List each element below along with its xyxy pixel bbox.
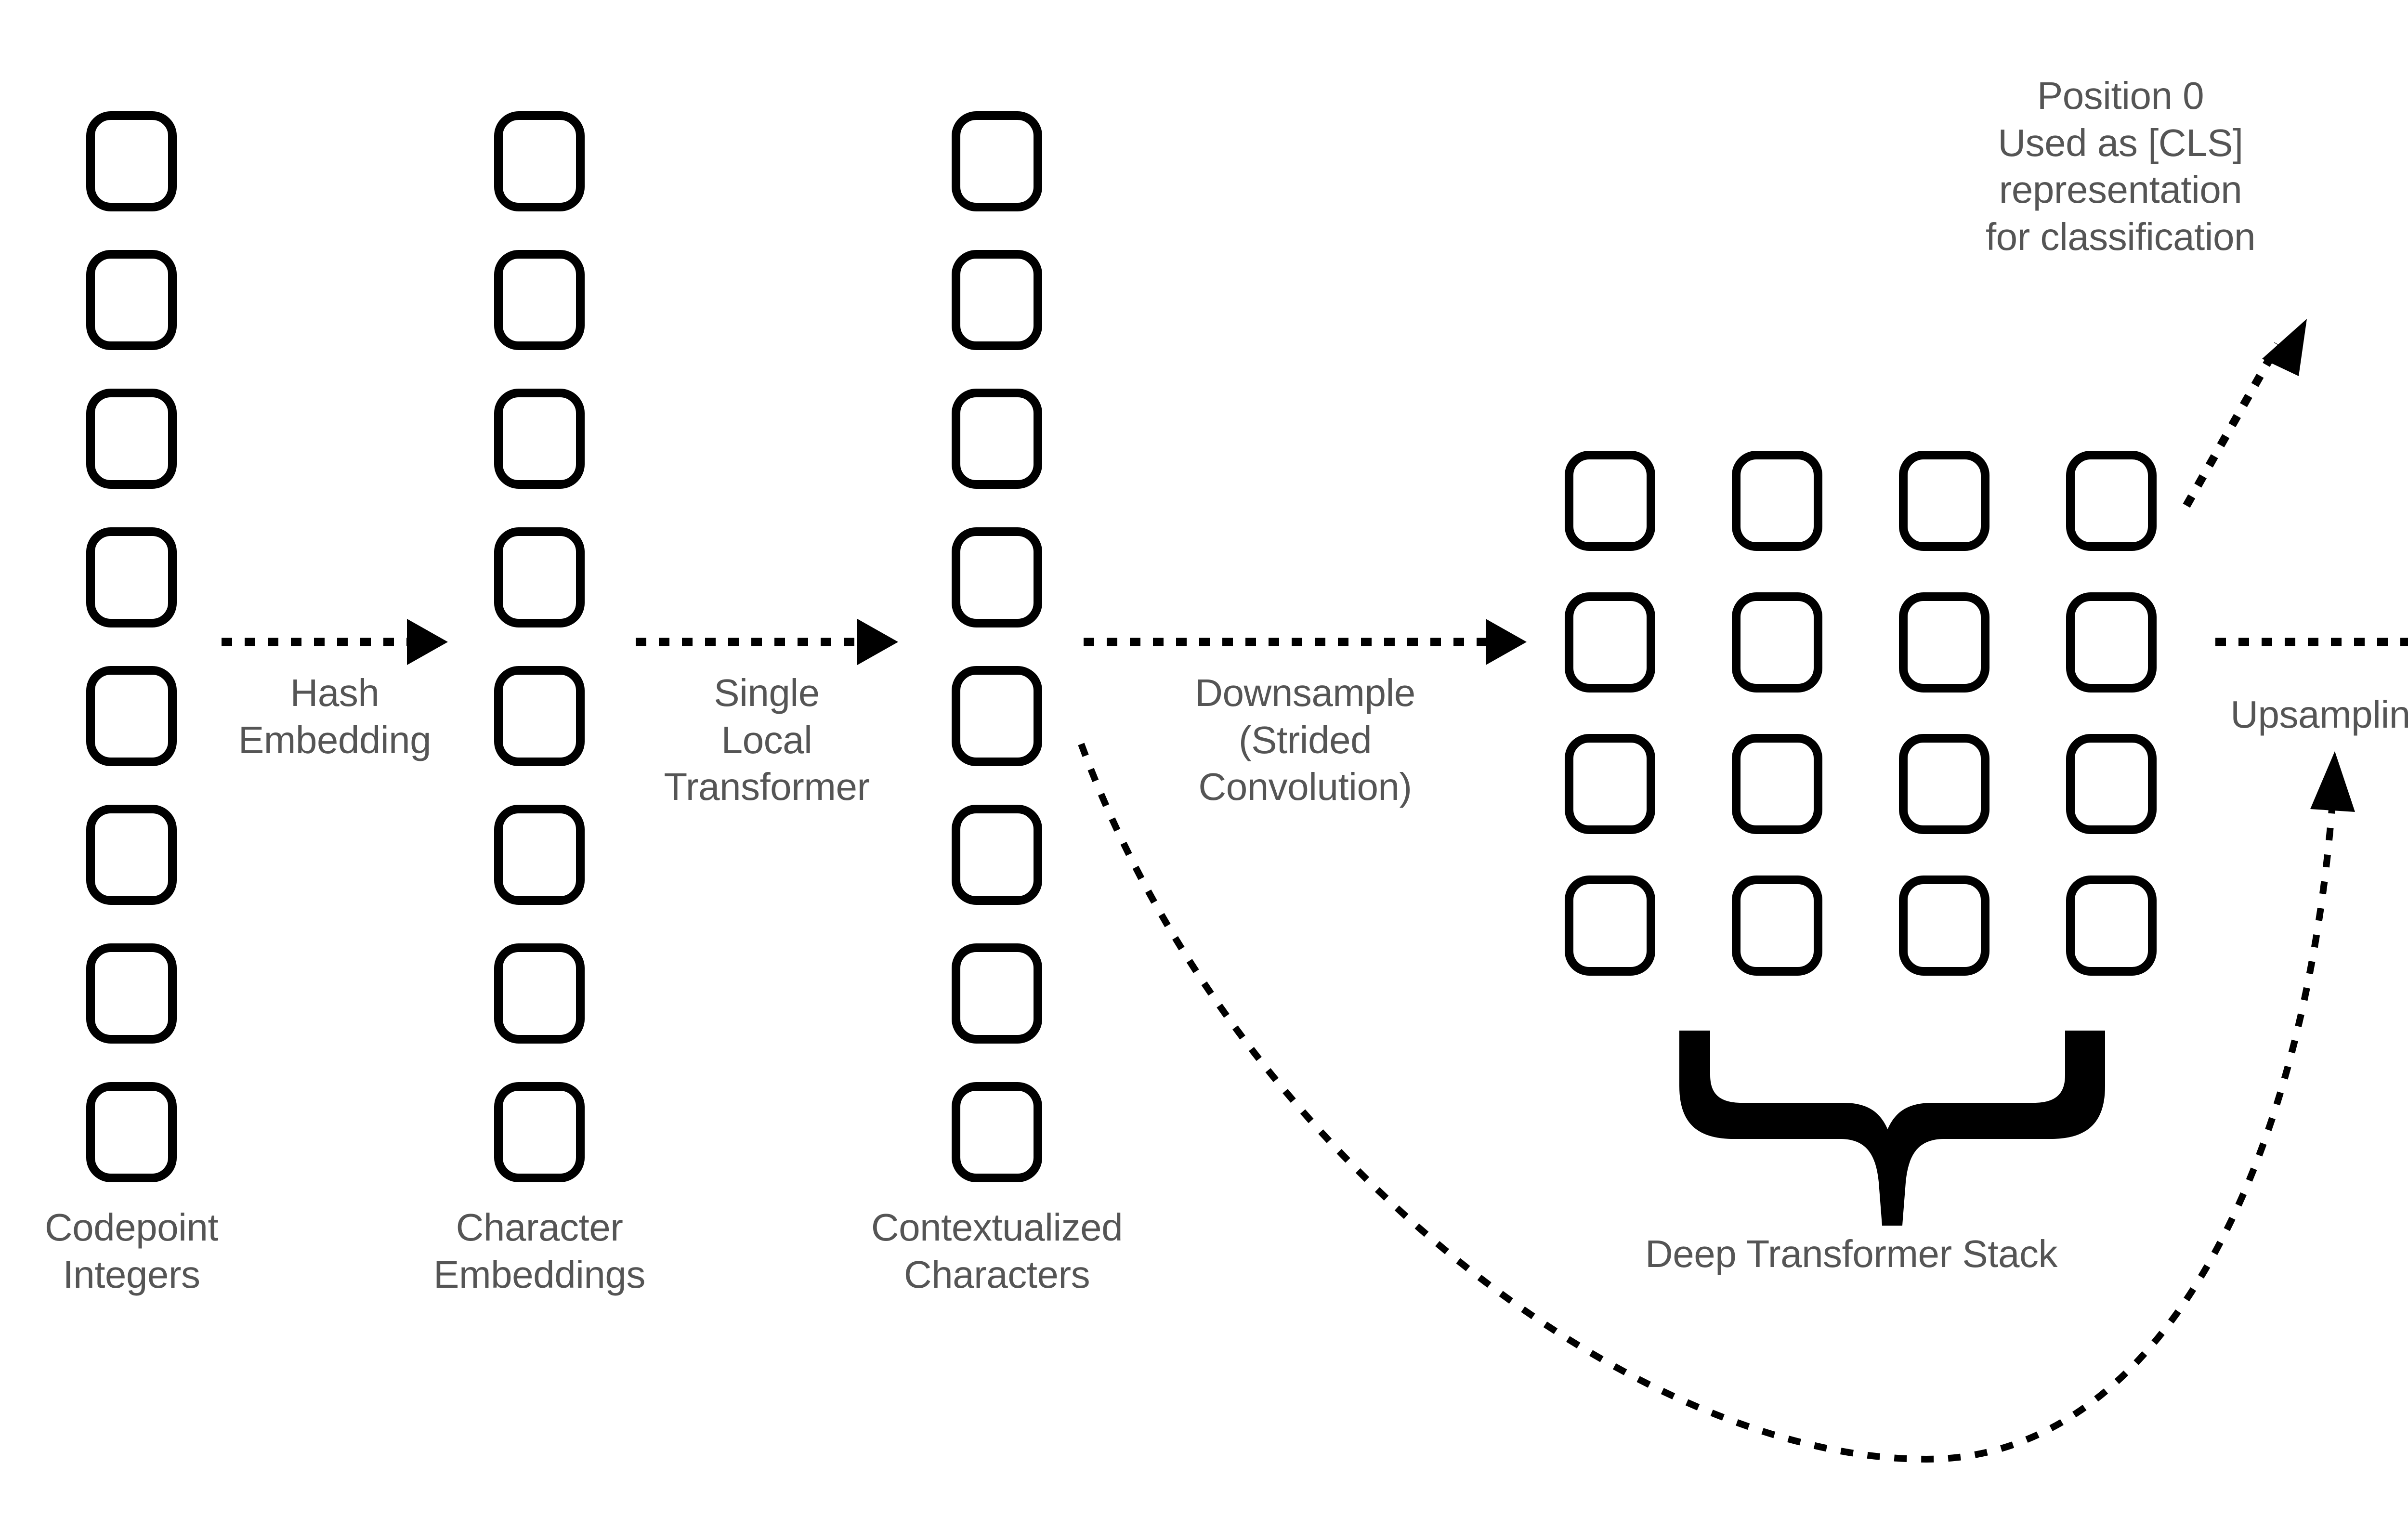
arrow-residual-skip xyxy=(1078,743,2355,1463)
column-deep-transformer-stack xyxy=(1565,451,2157,976)
cell-box xyxy=(952,111,1042,211)
cell-box xyxy=(86,943,177,1044)
cell-box xyxy=(494,943,585,1044)
cell-box xyxy=(86,389,177,489)
arrow-downsample xyxy=(1084,619,1527,665)
cell-box xyxy=(1899,734,1989,834)
cell-box xyxy=(1732,592,1822,693)
cell-box xyxy=(2066,451,2157,551)
column-label-character-embeddings: Character Embeddings xyxy=(433,1206,645,1296)
arrow-single-local-transformer xyxy=(636,619,898,665)
cell-box xyxy=(952,389,1042,489)
arrowhead xyxy=(2310,751,2355,812)
cell-box xyxy=(1565,734,1655,834)
arrowhead xyxy=(407,619,448,665)
cell-box xyxy=(1732,876,1822,976)
annotation-position-zero-cls: Position 0 Used as [CLS] representation … xyxy=(1985,74,2256,258)
column-label-codepoint-integers: Codepoint Integers xyxy=(44,1206,219,1296)
column-codepoint-integers xyxy=(86,111,177,1182)
cell-box xyxy=(952,666,1042,766)
column-contextualized-characters xyxy=(952,111,1042,1182)
cell-box xyxy=(1732,451,1822,551)
cell-box xyxy=(494,527,585,627)
cell-box xyxy=(2066,592,2157,693)
cell-box xyxy=(86,666,177,766)
cell-box xyxy=(952,1082,1042,1182)
cell-box xyxy=(86,250,177,350)
cell-box xyxy=(952,805,1042,905)
cell-box xyxy=(494,805,585,905)
cell-box xyxy=(952,943,1042,1044)
arrow-label-single-local-transformer: Single Local Transformer xyxy=(664,671,870,809)
cell-box xyxy=(494,389,585,489)
cell-box xyxy=(494,666,585,766)
column-label-contextualized-characters: Contextualized Characters xyxy=(871,1206,1123,1296)
cell-box xyxy=(1565,451,1655,551)
cell-box xyxy=(2066,876,2157,976)
cell-box xyxy=(1732,734,1822,834)
arrow-label-hash-embedding: Hash Embedding xyxy=(238,671,432,761)
column-character-embeddings xyxy=(494,111,585,1182)
cell-box xyxy=(1899,451,1989,551)
column-label-deep-transformer-stack: Deep Transformer Stack xyxy=(1645,1232,2058,1275)
arrow-cls-callout xyxy=(2183,319,2307,508)
arrow-hash-embedding xyxy=(222,619,448,665)
cell-box xyxy=(1899,592,1989,693)
cell-box xyxy=(494,250,585,350)
arrow-label-downsample: Downsample (Strided Convolution) xyxy=(1195,671,1415,809)
cell-box xyxy=(494,1082,585,1182)
cell-box xyxy=(2066,734,2157,834)
cell-box xyxy=(494,111,585,211)
arrowhead xyxy=(857,619,898,665)
cell-box xyxy=(1899,876,1989,976)
cell-box xyxy=(952,527,1042,627)
deep-stack-brace-icon xyxy=(1679,1031,2105,1226)
cell-box xyxy=(86,527,177,627)
arrowhead xyxy=(1486,619,1527,665)
arrow-upsampling xyxy=(2215,638,2408,646)
arrowhead xyxy=(2262,319,2307,376)
arrow-label-upsampling: Upsampling xyxy=(2230,693,2408,736)
cell-box xyxy=(86,111,177,211)
cell-box xyxy=(1565,592,1655,693)
cell-box xyxy=(952,250,1042,350)
cell-box xyxy=(86,805,177,905)
cell-box xyxy=(1565,876,1655,976)
cell-box xyxy=(86,1082,177,1182)
